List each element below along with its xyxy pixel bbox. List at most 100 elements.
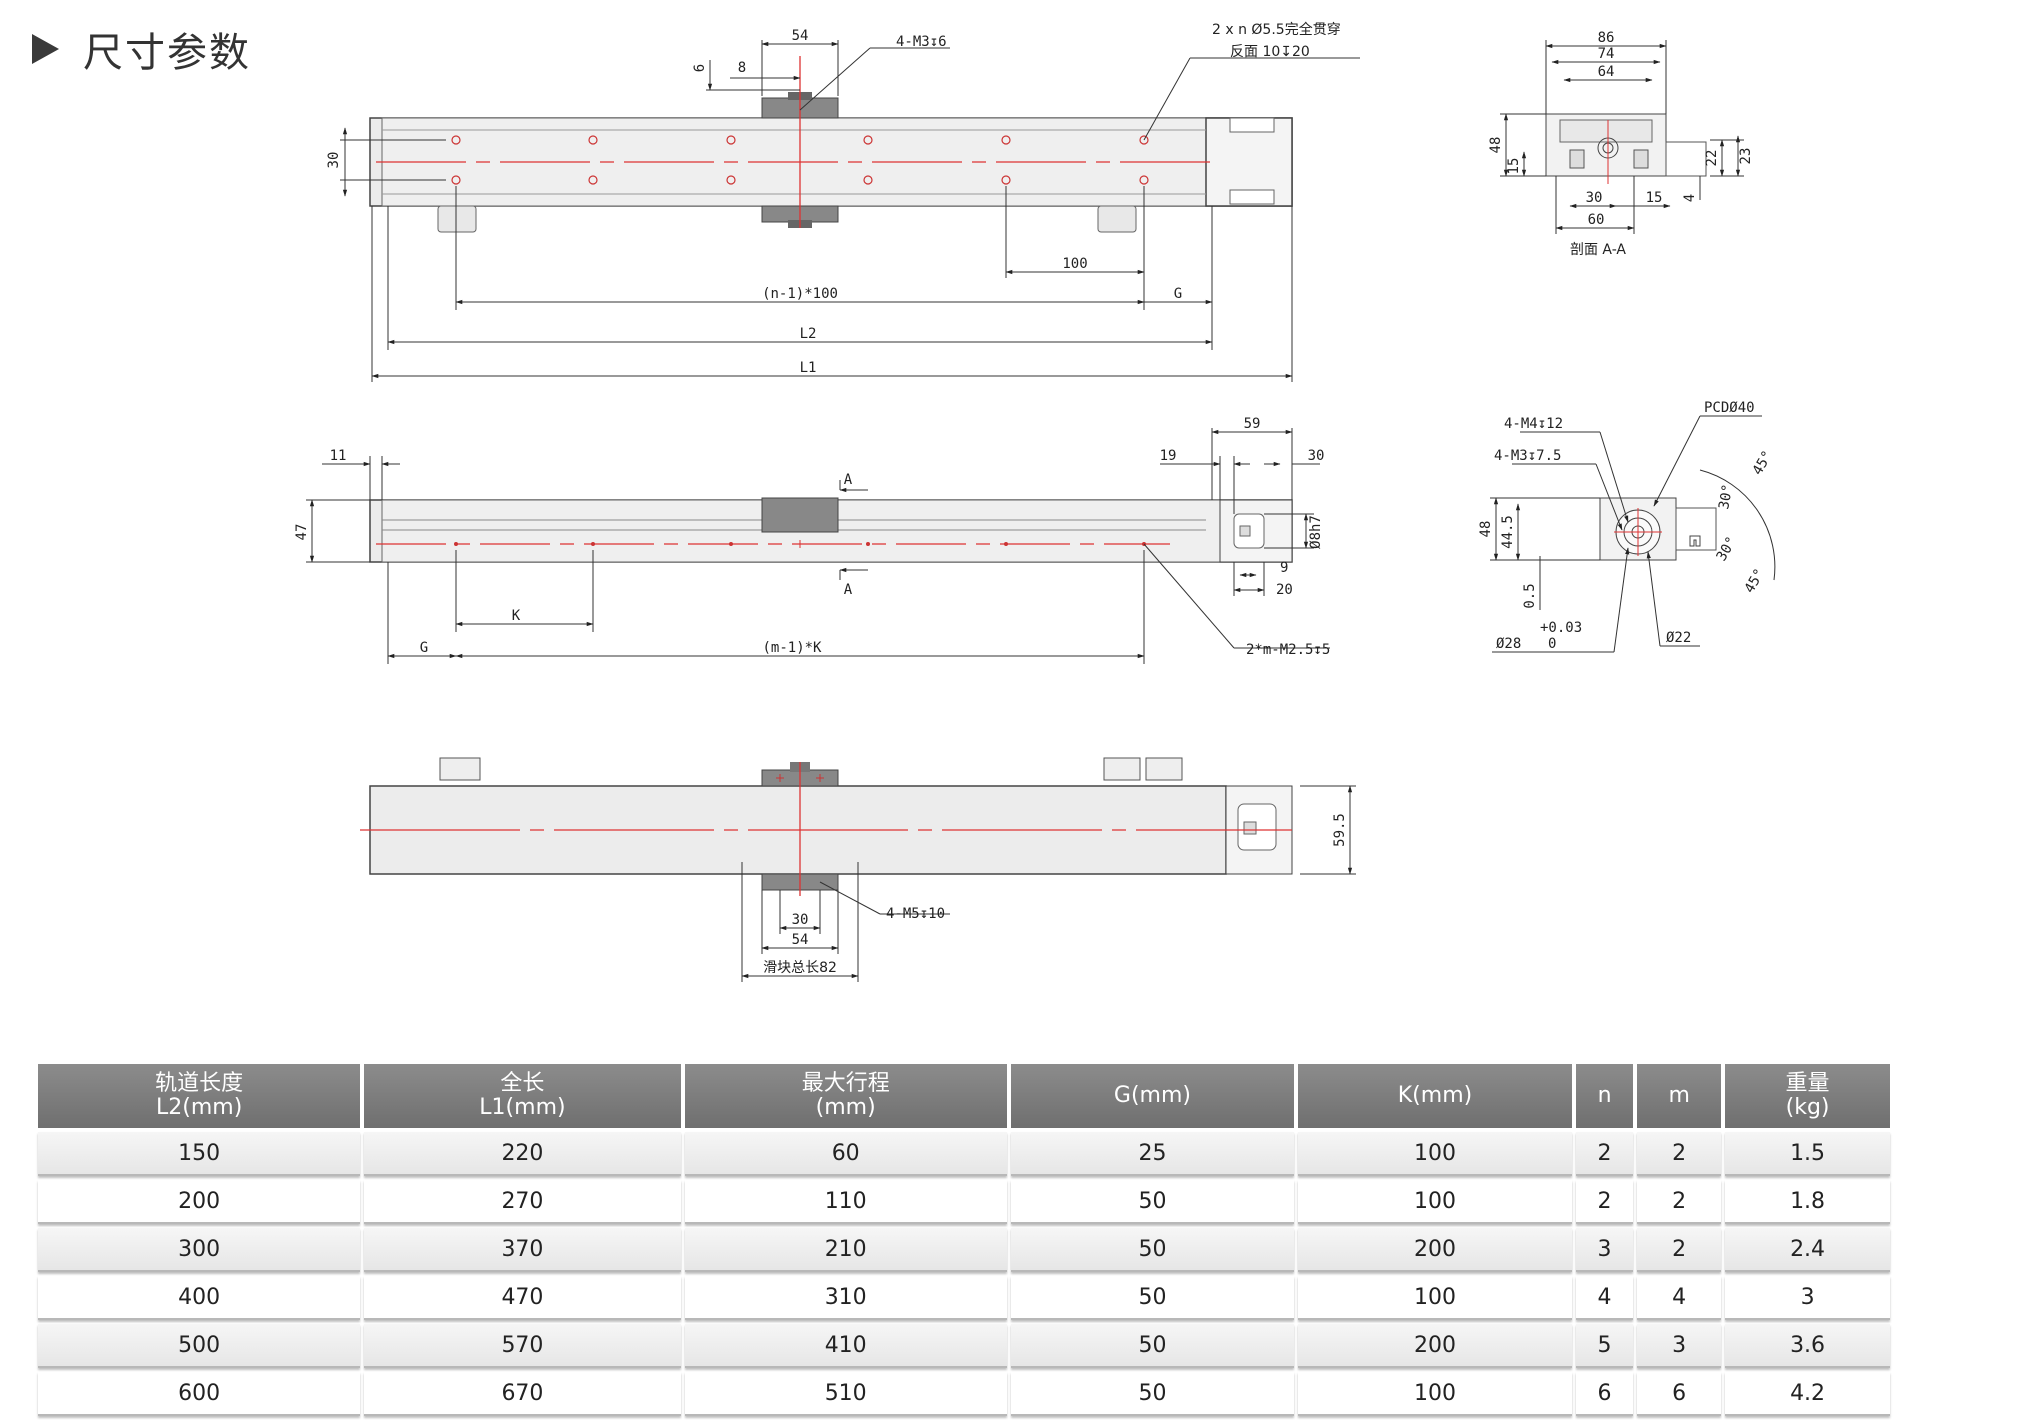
cell: 220 xyxy=(364,1132,681,1176)
cell: 3 xyxy=(1575,1228,1634,1272)
cell: 2 xyxy=(1575,1180,1634,1224)
cell: 1.5 xyxy=(1725,1132,1890,1176)
dim-tolerance: +0.03 xyxy=(1540,620,1582,636)
bottom-view: 59.5 4-M5↧10 30 54 滑块总长82 xyxy=(360,757,1356,982)
cell: 100 xyxy=(1298,1132,1572,1176)
cell: 25 xyxy=(1010,1132,1295,1176)
dim-28: Ø28 xyxy=(1496,636,1521,652)
cell: 200 xyxy=(1298,1228,1572,1272)
dim-m3: 4-M3↧6 xyxy=(896,34,947,50)
cell: 2 xyxy=(1637,1132,1722,1176)
cell: 50 xyxy=(1010,1276,1295,1320)
cell: 200 xyxy=(1298,1324,1572,1368)
cell: 50 xyxy=(1010,1372,1295,1416)
dim-angle-45b: 45° xyxy=(1742,566,1769,596)
dim-8h7: Ø8h7 xyxy=(1308,515,1324,549)
cell: 1.8 xyxy=(1725,1180,1890,1224)
header-m: m xyxy=(1637,1064,1722,1128)
section-header: 尺寸参数 xyxy=(32,24,251,76)
dim-m4: 4-M4↧12 xyxy=(1504,416,1563,432)
dim-g: G xyxy=(420,640,428,656)
cell: 2.4 xyxy=(1725,1228,1890,1272)
cell: 470 xyxy=(364,1276,681,1320)
section-title: 尺寸参数 xyxy=(83,30,251,76)
dim-23: 23 xyxy=(1738,148,1754,165)
dim-mk: (m-1)*K xyxy=(762,640,822,656)
dim-angle-30a: 30° xyxy=(1716,483,1736,511)
dim-19: 19 xyxy=(1160,448,1177,464)
cell: 300 xyxy=(38,1228,361,1272)
cell: 200 xyxy=(38,1180,361,1224)
cell: 270 xyxy=(364,1180,681,1224)
header-k: K(mm) xyxy=(1298,1064,1572,1128)
dim-6: 6 xyxy=(692,64,708,72)
header-weight: 重量(kg) xyxy=(1725,1064,1890,1128)
dim-60: 60 xyxy=(1588,212,1605,228)
cell: 210 xyxy=(684,1228,1007,1272)
cell: 6 xyxy=(1637,1372,1722,1416)
section-caption: 剖面 A-A xyxy=(1570,242,1626,258)
dim-9: 9 xyxy=(1280,560,1288,576)
section-mark-a-bottom: A xyxy=(844,582,853,598)
dim-74: 74 xyxy=(1598,46,1615,62)
triangle-bullet-icon xyxy=(32,34,59,64)
cell: 100 xyxy=(1298,1276,1572,1320)
cell: 670 xyxy=(364,1372,681,1416)
dim-59: 59 xyxy=(1244,416,1261,432)
cell: 4.2 xyxy=(1725,1372,1890,1416)
cell: 60 xyxy=(684,1132,1007,1176)
section-mark-a-top: A xyxy=(844,472,853,488)
dim-zero: 0 xyxy=(1548,636,1556,652)
cell: 510 xyxy=(684,1372,1007,1416)
dim-15: 15 xyxy=(1506,158,1522,175)
dim-pcd: PCDØ40 xyxy=(1704,400,1755,416)
header-g: G(mm) xyxy=(1010,1064,1295,1128)
header-max-stroke: 最大行程(mm) xyxy=(684,1064,1007,1128)
cell: 150 xyxy=(38,1132,361,1176)
cell: 570 xyxy=(364,1324,681,1368)
dim-30: 30 xyxy=(1586,190,1603,206)
dim-30: 30 xyxy=(1308,448,1325,464)
dim-k: K xyxy=(512,608,521,624)
cell: 50 xyxy=(1010,1324,1295,1368)
dim-m25: 2*m-M2.5↧5 xyxy=(1246,642,1330,658)
dim-n100: (n-1)*100 xyxy=(762,286,838,302)
dim-59-5: 59.5 xyxy=(1332,813,1348,847)
cell: 3.6 xyxy=(1725,1324,1890,1368)
end-view: 4-M4↧12 4-M3↧7.5 PCDØ40 45° 30° 30° 45° … xyxy=(1478,400,1777,653)
dim-m5: 4-M5↧10 xyxy=(886,906,945,922)
dim-64: 64 xyxy=(1598,64,1615,80)
dim-54: 54 xyxy=(792,28,809,44)
cell: 50 xyxy=(1010,1180,1295,1224)
cell: 4 xyxy=(1575,1276,1634,1320)
cell: 110 xyxy=(684,1180,1007,1224)
cell: 3 xyxy=(1637,1324,1722,1368)
cell: 4 xyxy=(1637,1276,1722,1320)
cell: 6 xyxy=(1575,1372,1634,1416)
header-n: n xyxy=(1575,1064,1634,1128)
dim-hole2: 反面 10↧20 xyxy=(1230,44,1310,60)
dim-0-5: 0.5 xyxy=(1522,583,1538,608)
top-view: 54 8 6 30 4-M3↧6 2 x n Ø5.5完全贯穿 反面 10↧20… xyxy=(326,21,1360,382)
cell: 3 xyxy=(1725,1276,1890,1320)
dim-hole1: 2 x n Ø5.5完全贯穿 xyxy=(1212,21,1341,38)
dim-30: 30 xyxy=(326,152,342,169)
dim-48: 48 xyxy=(1478,521,1494,538)
cell: 500 xyxy=(38,1324,361,1368)
dim-m3: 4-M3↧7.5 xyxy=(1494,448,1561,464)
cell: 410 xyxy=(684,1324,1007,1368)
dim-54: 54 xyxy=(792,932,809,948)
cell: 600 xyxy=(38,1372,361,1416)
cell: 2 xyxy=(1637,1180,1722,1224)
cell: 310 xyxy=(684,1276,1007,1320)
dim-angle-45a: 45° xyxy=(1750,448,1777,478)
dim-22: Ø22 xyxy=(1666,630,1691,646)
